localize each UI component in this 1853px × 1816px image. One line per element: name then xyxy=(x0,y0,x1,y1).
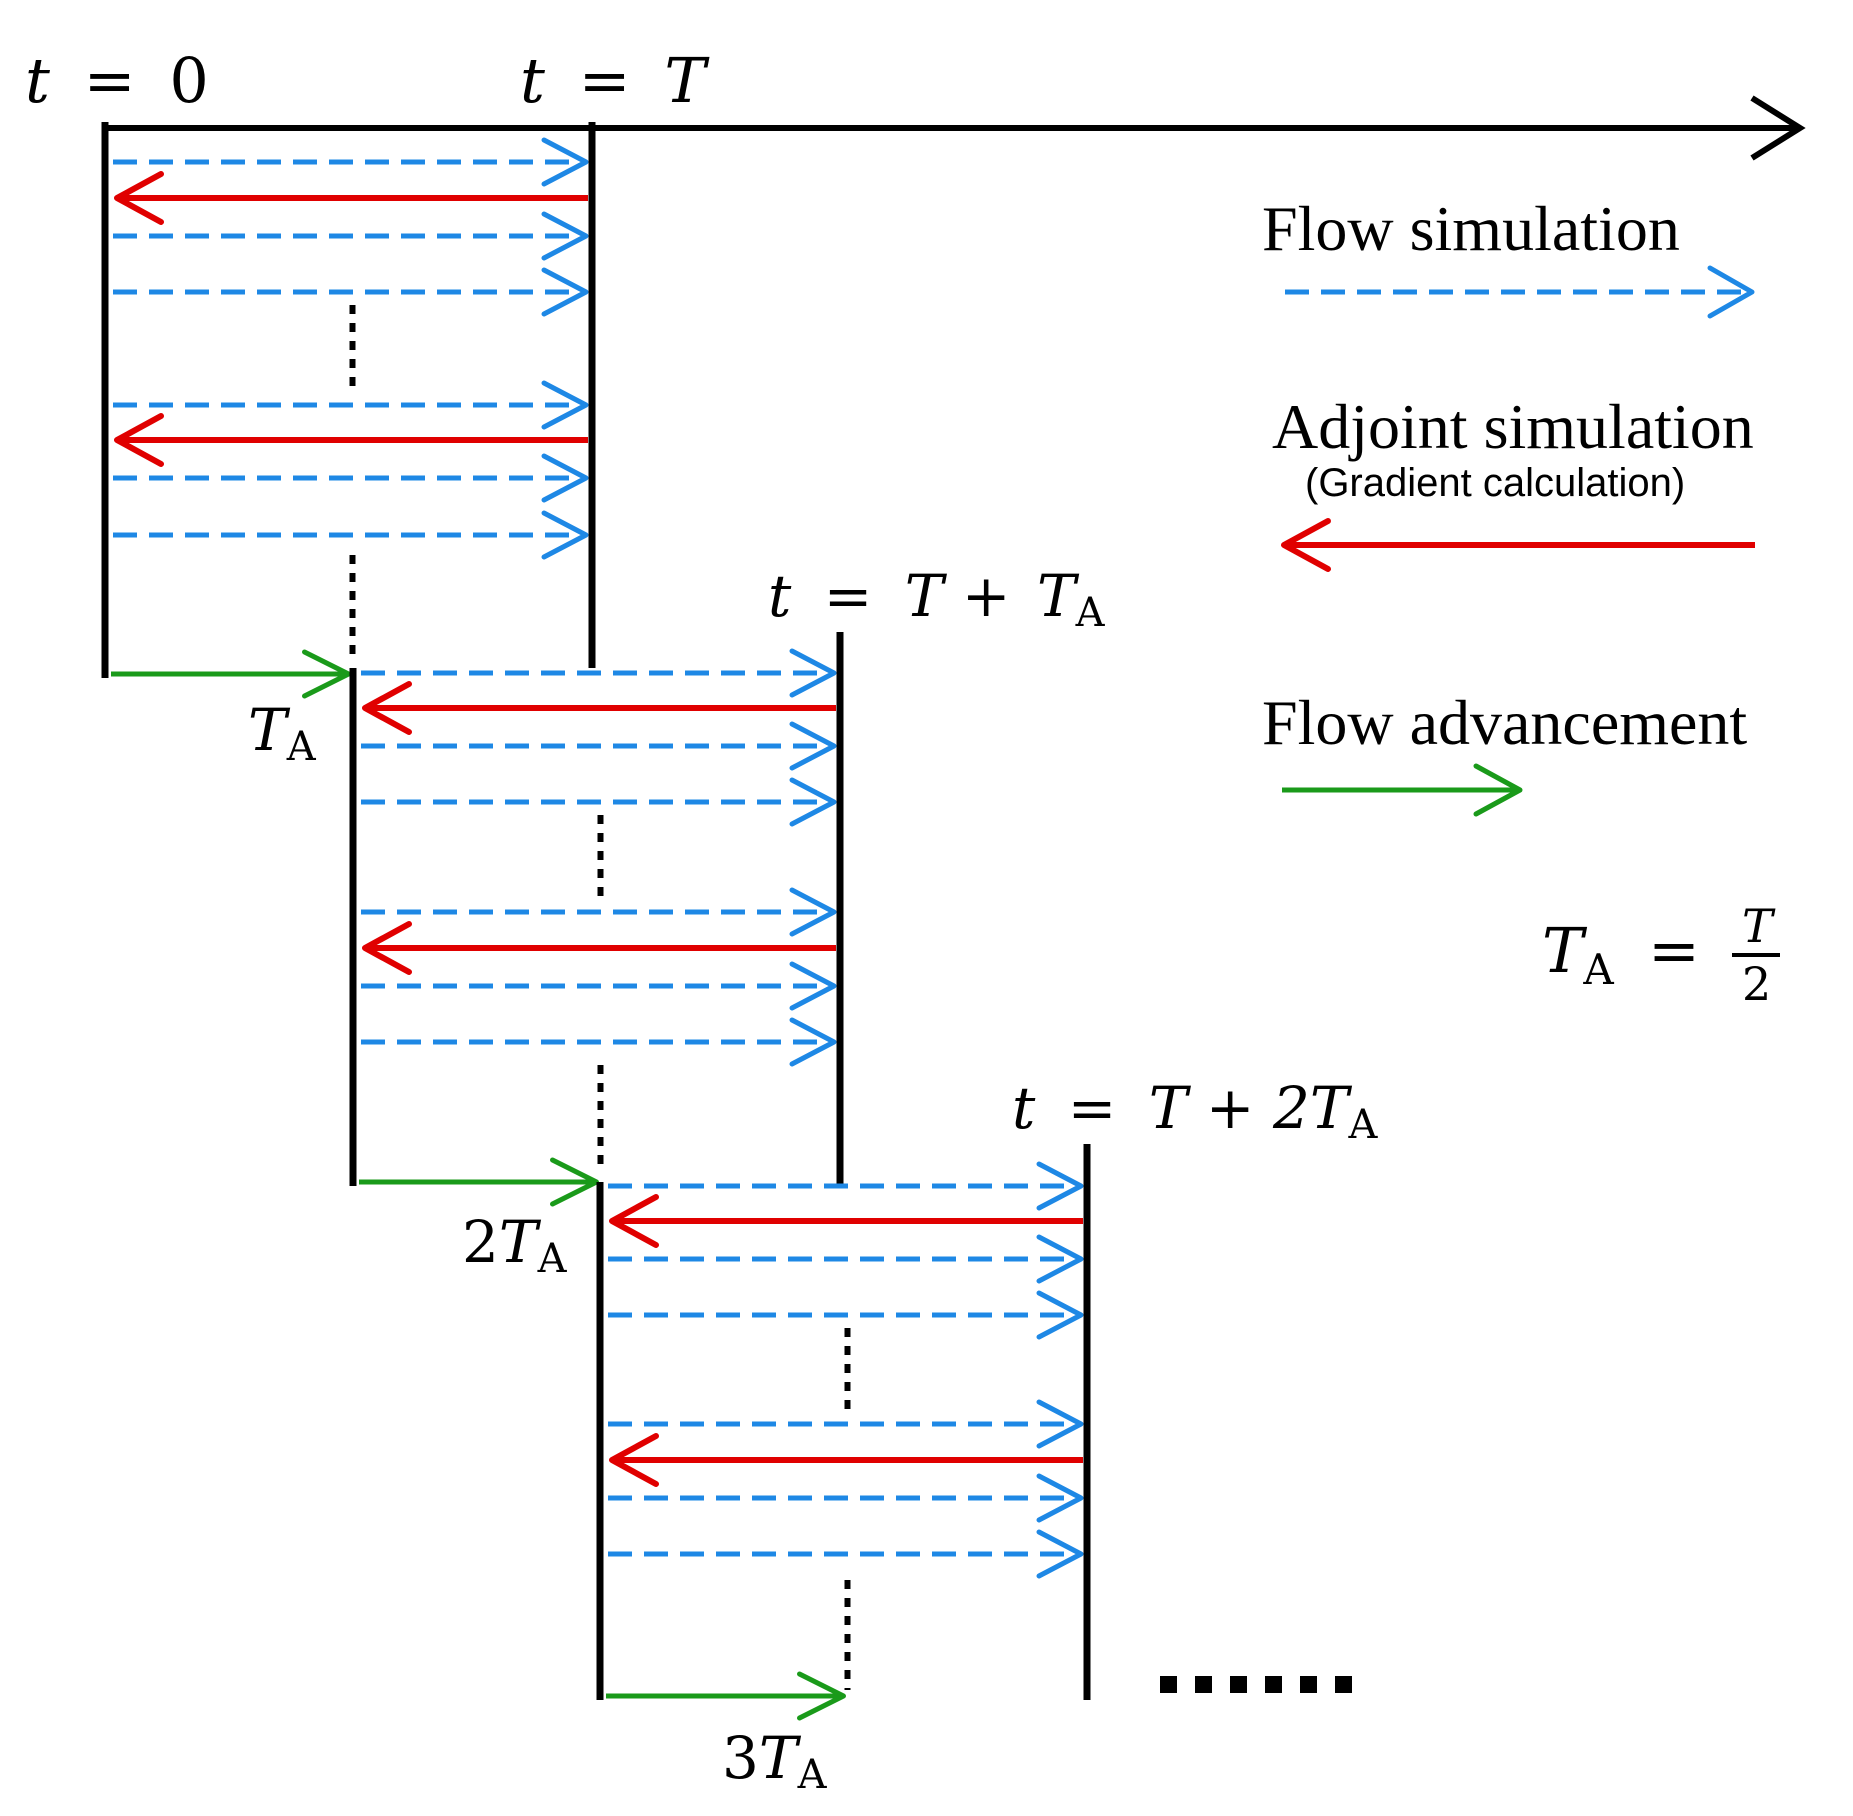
continuation-dot xyxy=(1300,1676,1317,1693)
flow-simulation-arrowhead xyxy=(1036,1290,1084,1340)
adjoint-simulation-arrowhead xyxy=(114,171,164,225)
legend: Flow simulation Adjoint simulation (Grad… xyxy=(1262,193,1755,817)
relation-equals: = xyxy=(1648,914,1700,987)
relation-TA-equals-T-over-2: TA = T 2 xyxy=(1542,899,1780,1011)
time-axis-arrowhead xyxy=(1750,95,1806,161)
legend-advance-label: Flow advancement xyxy=(1262,687,1747,758)
flow-simulation-arrowhead xyxy=(1036,1234,1084,1284)
label-t-zero: t = 0 xyxy=(25,44,209,117)
relation-lhs: TA xyxy=(1542,914,1614,994)
continuation-dot xyxy=(1265,1676,1282,1693)
flow-simulation-arrowhead xyxy=(541,510,589,560)
flow-simulation-arrowhead xyxy=(789,721,837,771)
legend-adjoint-sublabel: (Gradient calculation) xyxy=(1305,461,1685,505)
flow-simulation-arrowhead xyxy=(789,961,837,1011)
continuation-dot xyxy=(1160,1676,1177,1693)
adjoint-simulation-arrowhead xyxy=(609,1433,659,1487)
label-t-T-plus-TA: t = T + TA xyxy=(768,562,1106,636)
flow-simulation-arrowhead xyxy=(789,887,837,937)
label-3TA: 3TA xyxy=(722,1724,828,1798)
label-TA: TA xyxy=(248,696,317,770)
adjoint-simulation-arrowhead xyxy=(114,413,164,467)
flow-simulation-arrowhead xyxy=(1036,1161,1084,1211)
continuation-dot xyxy=(1195,1676,1212,1693)
flow-simulation-arrowhead xyxy=(789,777,837,827)
time-axis xyxy=(105,95,1806,161)
relation-denominator: 2 xyxy=(1742,957,1771,1011)
flow-simulation-arrowhead xyxy=(1036,1473,1084,1523)
label-t-T-plus-2TA: t = T + 2TA xyxy=(1012,1074,1379,1148)
adjoint-simulation-arrowhead xyxy=(362,681,412,735)
flow-simulation-arrowhead xyxy=(541,453,589,503)
flow-advancement-arrowhead xyxy=(797,1671,846,1721)
flow-simulation-arrowhead xyxy=(1036,1399,1084,1449)
legend-advance-arrowhead xyxy=(1473,763,1523,817)
continuation-dot xyxy=(1230,1676,1247,1693)
relation-numerator: T xyxy=(1742,899,1776,953)
adjoint-simulation-arrowhead xyxy=(362,921,412,975)
legend-flow-label: Flow simulation xyxy=(1262,193,1680,264)
continuation-dot xyxy=(1335,1676,1352,1693)
legend-flow-arrowhead xyxy=(1707,265,1755,319)
legend-adjoint-arrowhead xyxy=(1281,518,1331,572)
continuation-dots xyxy=(1160,1676,1352,1693)
flow-simulation-arrowhead xyxy=(1036,1529,1084,1579)
optimization-windows xyxy=(101,122,1091,1721)
flow-simulation-arrowhead xyxy=(789,648,837,698)
flow-simulation-arrowhead xyxy=(541,137,589,187)
label-2TA: 2TA xyxy=(462,1208,568,1282)
legend-adjoint-label: Adjoint simulation xyxy=(1272,391,1754,462)
flow-advancement-arrowhead xyxy=(302,649,351,699)
flow-simulation-arrowhead xyxy=(541,267,589,317)
label-t-T: t = T xyxy=(520,44,710,117)
flow-simulation-arrowhead xyxy=(541,380,589,430)
adjoint-simulation-arrowhead xyxy=(609,1194,659,1248)
flow-simulation-arrowhead xyxy=(789,1017,837,1067)
flow-simulation-arrowhead xyxy=(541,211,589,261)
